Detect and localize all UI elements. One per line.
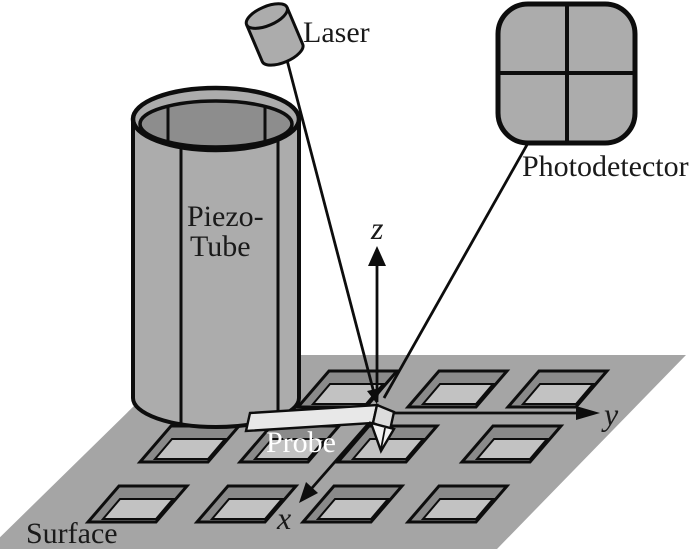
laser-beam-arrowhead	[367, 388, 380, 404]
axis-y-label: y	[601, 396, 619, 432]
laser-cylinder	[244, 2, 305, 67]
piezo-tube: Piezo- Tube	[130, 85, 302, 429]
laser-label: Laser	[303, 16, 370, 49]
piezo-tube-label-line1: Piezo-	[187, 200, 264, 233]
piezo-tube-opening	[138, 99, 294, 149]
laser-top-face	[244, 2, 289, 30]
axis-z-label: z	[370, 210, 384, 246]
laser-beam-incident	[285, 59, 376, 394]
photodetector-label: Photodetector	[522, 150, 689, 183]
probe	[244, 403, 396, 454]
piezo-tube-body	[131, 121, 301, 429]
axis-y-arrowhead	[576, 406, 600, 420]
axis-x-label: x	[276, 500, 291, 536]
axis-z-arrowhead	[368, 246, 386, 266]
piezo-tube-label-line2: Tube	[190, 230, 251, 263]
probe-label: Probe	[266, 426, 336, 459]
axis-x-arrowhead	[299, 482, 318, 503]
probe-tip-edge	[380, 427, 386, 450]
photodetector	[495, 1, 638, 146]
surface-label: Surface	[26, 517, 118, 549]
